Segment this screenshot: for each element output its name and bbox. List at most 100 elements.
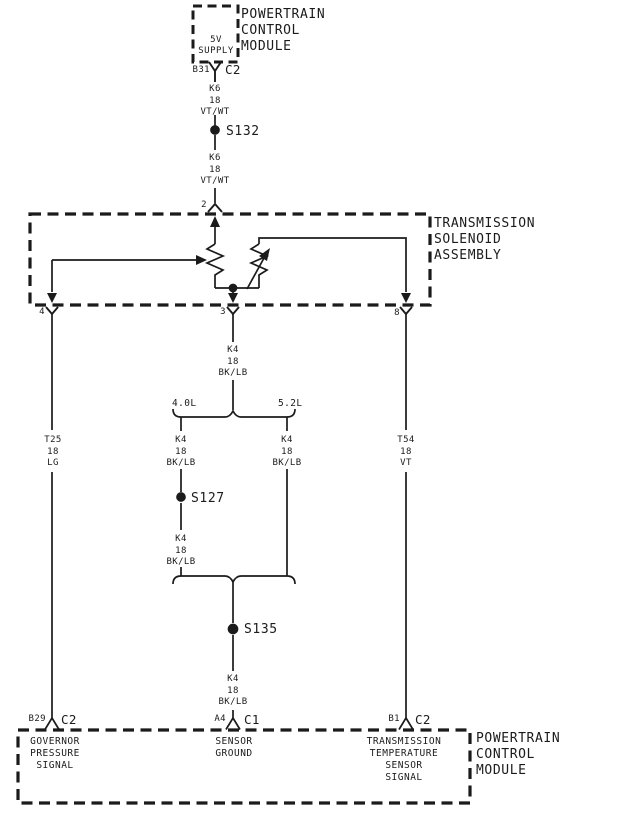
connector-c2-top-icon <box>208 61 222 82</box>
wire-color: BK/LB <box>218 368 248 378</box>
wire-circuit: K4 <box>175 534 187 544</box>
wire-t25 <box>44 314 60 730</box>
wire-label-k4-lower: K4 18 BK/LB <box>218 674 247 709</box>
terminal-function-line: TRANSMISSION <box>366 736 442 747</box>
wire-color: BK/LB <box>218 697 248 707</box>
pcm-bottom-title: POWERTRAIN CONTROL MODULE <box>476 731 560 779</box>
engine-variant-right-label: 5.2L <box>278 398 303 409</box>
pcm-top-box <box>191 4 240 64</box>
terminal-function-line: SENSOR <box>385 760 423 771</box>
solenoid-assembly-box <box>28 212 432 307</box>
wire-color: VT/WT <box>200 176 230 186</box>
pin4-connector-icon <box>45 306 59 316</box>
pcm-bottom-center-connector: C1 <box>244 712 260 727</box>
wire-gauge: 18 <box>175 446 187 457</box>
splice-s132-dot <box>210 125 220 135</box>
splice-s135-dot <box>227 623 239 635</box>
temperature-sensor-arrow-icon <box>259 248 270 261</box>
terminal-function-line: GROUND <box>215 748 253 759</box>
terminal-function-line: 5V <box>210 35 222 45</box>
wire-circuit: K4 <box>175 435 187 445</box>
solenoid-pin-left-label: 4 <box>39 307 45 317</box>
temperature-sensor-arrow-line <box>246 257 265 290</box>
wire-circuit: K4 <box>227 674 239 684</box>
wire-circuit: K4 <box>281 435 293 445</box>
wire-gauge: 18 <box>175 545 187 556</box>
solenoid-pin-center-label: 3 <box>220 307 226 317</box>
wire-circuit: T54 <box>397 435 415 445</box>
transmission-temperature-sensor-signal-label: TRANSMISSION TEMPERATURE SENSOR SIGNAL <box>367 736 442 784</box>
temperature-sensor-icon <box>248 243 270 288</box>
splice-s127-dot <box>176 492 186 502</box>
wire-label-k4-branch-left-lower: K4 18 BK/LB <box>166 534 195 569</box>
wire-label-k6-lower: K6 18 VT/WT <box>200 153 229 188</box>
wire-gauge: 18 <box>47 446 59 457</box>
pcm-bottom-center-pin: A4 <box>214 714 226 724</box>
wire-label-t54: T54 18 VT <box>397 435 414 470</box>
wire-color: VT <box>400 458 412 468</box>
solenoid-pin-right-label: 8 <box>394 308 400 318</box>
wire-gauge: 18 <box>209 164 221 175</box>
pcm-top-title-line: POWERTRAIN <box>241 7 326 22</box>
split-brace <box>172 408 296 418</box>
pcm-top-pin: B31 <box>192 65 210 75</box>
terminal-function-line: SIGNAL <box>385 772 423 783</box>
pin2-arrow-icon <box>210 216 220 227</box>
solenoid-pin-top-label: 2 <box>201 200 207 210</box>
terminal-function-line: PRESSURE <box>30 748 80 759</box>
wire-color: BK/LB <box>166 458 196 468</box>
wire-circuit: K4 <box>227 345 239 355</box>
pcm-top-title: POWERTRAIN CONTROL MODULE <box>241 7 325 55</box>
pcm-top-title-line: CONTROL <box>241 23 300 38</box>
engine-variant-left-label: 4.0L <box>172 398 197 409</box>
wire-color: VT/WT <box>200 107 230 117</box>
pin4-arrow-icon <box>47 293 57 303</box>
pcm-bottom-left-pin: B29 <box>28 714 46 724</box>
terminal-function-line: TEMPERATURE <box>369 748 439 759</box>
wire-label-k4-branch-right: K4 18 BK/LB <box>272 435 301 470</box>
solenoid-title-line: TRANSMISSION <box>434 216 536 231</box>
wire-gauge: 18 <box>400 446 412 457</box>
pin8-arrow-icon <box>401 293 411 303</box>
pcm-top-connector: C2 <box>225 62 241 77</box>
pcm-bottom-right-connector: C2 <box>415 712 431 727</box>
junction-dot <box>228 283 238 293</box>
pcm-bottom-title-line: CONTROL <box>476 747 535 762</box>
pin3-arrow-icon <box>228 293 238 303</box>
wire-gauge: 18 <box>209 95 221 106</box>
wiper-wire <box>51 259 196 292</box>
terminal-function-line: SIGNAL <box>36 760 74 771</box>
governor-pressure-sensor-icon <box>204 243 226 282</box>
splice-s127-label: S127 <box>191 491 225 506</box>
merge-brace <box>172 575 296 585</box>
splice-s132-label: S132 <box>226 124 260 139</box>
wire-temp-top-run <box>258 237 407 292</box>
pcm-bottom-left-connector: C2 <box>61 712 77 727</box>
pcm-bottom-title-line: MODULE <box>476 763 527 778</box>
pin8-connector-icon <box>399 306 413 316</box>
pin3-connector-icon <box>226 306 240 316</box>
wire-label-k6-upper: K6 18 VT/WT <box>200 84 229 119</box>
solenoid-title-line: SOLENOID <box>434 232 502 247</box>
wire-color: BK/LB <box>272 458 302 468</box>
wire-color: BK/LB <box>166 557 196 567</box>
wire-gauge: 18 <box>281 446 293 457</box>
pin2-connector-icon <box>207 202 223 213</box>
wire-label-k4-branch-left-upper: K4 18 BK/LB <box>166 435 195 470</box>
wire-circuit: K6 <box>209 153 221 163</box>
pcm-top-title-line: MODULE <box>241 39 292 54</box>
wire-gauge: 18 <box>227 356 239 367</box>
wire-circuit: K6 <box>209 84 221 94</box>
wiper-arrow-icon <box>196 255 207 265</box>
solenoid-title-line: ASSEMBLY <box>434 248 502 263</box>
splice-s135-label: S135 <box>244 622 278 637</box>
wire-label-t25: T25 18 LG <box>44 435 61 470</box>
terminal-function-line: GOVERNOR <box>30 736 80 747</box>
terminal-function-line: SENSOR <box>215 736 253 747</box>
governor-pressure-signal-label: GOVERNOR PRESSURE SIGNAL <box>30 736 80 772</box>
terminal-function-line: SUPPLY <box>198 46 234 56</box>
solenoid-assembly-title: TRANSMISSION SOLENOID ASSEMBLY <box>434 216 535 264</box>
wire-color: LG <box>47 458 59 468</box>
